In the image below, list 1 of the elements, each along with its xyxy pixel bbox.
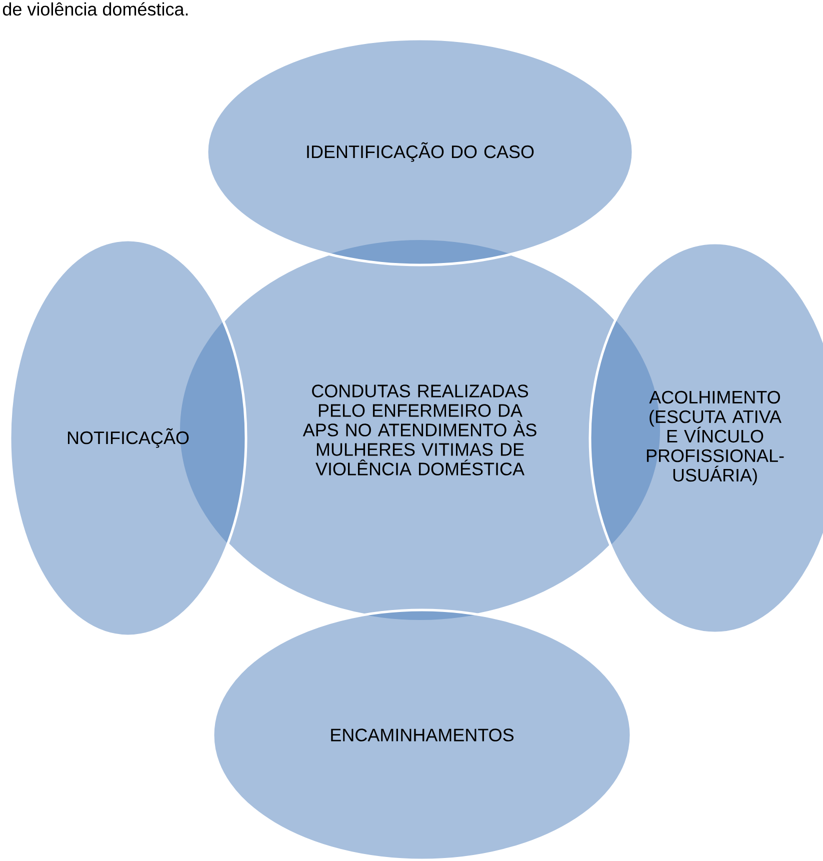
caption-text: de violência doméstica. [2,2,188,16]
